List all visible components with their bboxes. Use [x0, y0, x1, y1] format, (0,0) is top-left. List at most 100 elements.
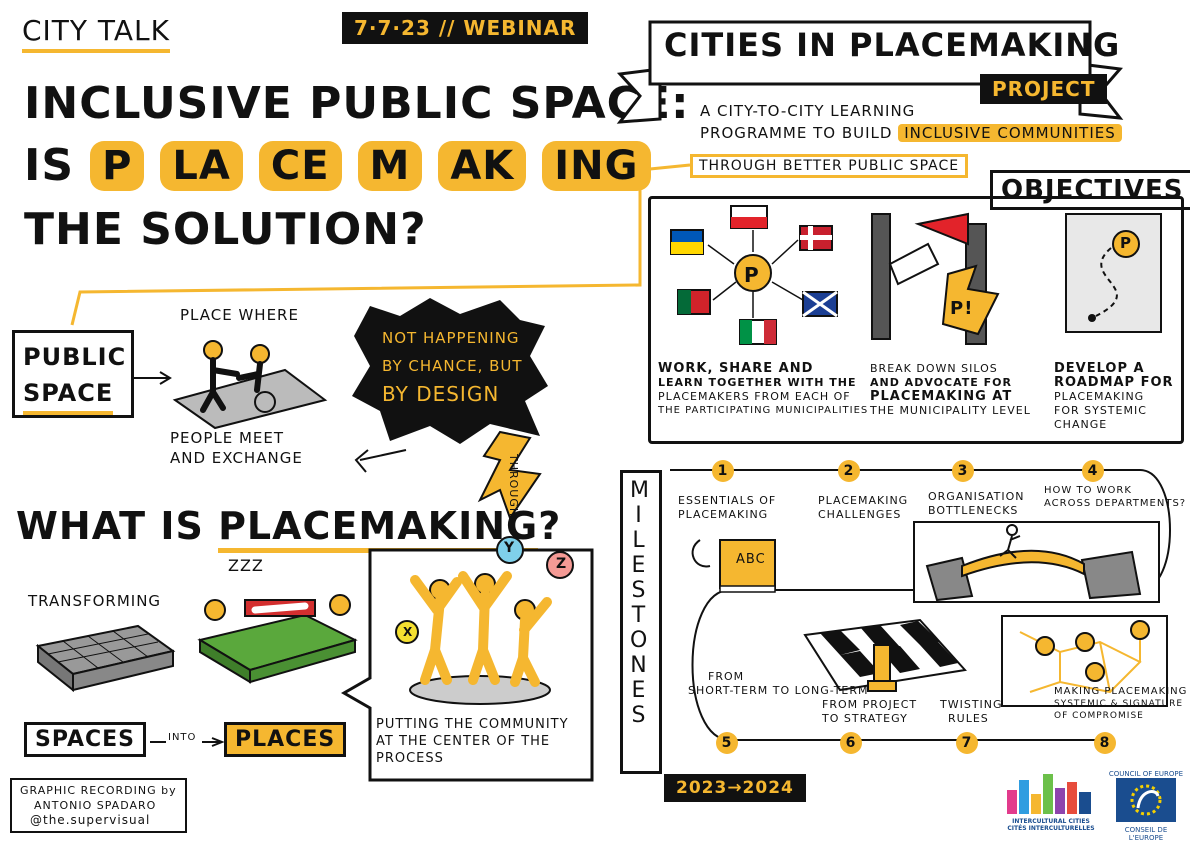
milestone-line: PLACEMAKING: [678, 508, 769, 521]
objective-1-line: LEARN TOGETHER WITH THE: [658, 376, 857, 389]
milestones-years: 2023→2024: [664, 774, 806, 802]
ic-line-2: CITÉS INTERCULTURELLES: [1007, 825, 1095, 832]
title-letter: M: [357, 140, 423, 191]
milestones-letter: L: [632, 528, 646, 553]
coe-line-1: COUNCIL OF EUROPE: [1108, 770, 1184, 778]
question-part-c: ?: [538, 504, 562, 548]
p-excl-mark: P!: [950, 298, 974, 319]
spaces-label: SPACES: [24, 722, 146, 757]
public-space-label-1: PUBLIC: [23, 343, 127, 371]
community-line: PROCESS: [376, 751, 444, 766]
milestone-line: PLACEMAKING: [818, 494, 909, 507]
objective-3-line: DEVELOP A: [1054, 361, 1145, 376]
design-burst-shape: [352, 298, 548, 444]
title-letter: CE: [258, 140, 342, 191]
people-meet-line: AND EXCHANGE: [170, 449, 303, 467]
milestone-5-number: 5: [716, 732, 738, 754]
city-talk-label: CITY TALK: [22, 14, 170, 53]
milestone-line: HOW TO WORK: [1044, 485, 1132, 496]
milestones-letter: T: [631, 603, 647, 628]
milestone-line: ORGANISATION: [928, 490, 1025, 503]
milestones-letter: S: [631, 578, 647, 603]
ic-line-1: INTERCULTURAL CITIES: [1012, 818, 1090, 825]
milestone-line: FROM: [708, 670, 745, 683]
community-people-icon: [395, 536, 574, 705]
banner-ribbon: [616, 20, 1124, 124]
people-meeting-icon: [172, 340, 328, 430]
milestone-2-number: 2: [838, 460, 860, 482]
project-desc-1: A CITY-TO-CITY LEARNING: [700, 102, 916, 120]
public-space-label-2: SPACE: [23, 375, 114, 415]
transforming-label: TRANSFORMING: [28, 592, 162, 610]
objective-1-line: THE PARTICIPATING MUNICIPALITIES: [658, 405, 869, 416]
milestone-1-number: 1: [712, 460, 734, 482]
title-line-2: IS P LA CE M AK ING: [24, 140, 651, 191]
credits-line-1: GRAPHIC RECORDING by: [20, 784, 177, 797]
design-burst-text: NOT HAPPENING BY CHANCE, BUT BY DESIGN: [382, 324, 523, 408]
title-line-1: INCLUSIVE PUBLIC SPACE:: [24, 78, 690, 129]
objective-1-text: WORK, SHARE AND LEARN TOGETHER WITH THE …: [658, 362, 868, 418]
milestones-letter: E: [631, 678, 647, 703]
placemaking-question: WHAT IS PLACEMAKING?: [16, 504, 562, 553]
milestones-letter: S: [631, 703, 647, 728]
milestone-1-text: ESSENTIALS OF PLACEMAKING: [678, 494, 776, 522]
place-where-label: PLACE WHERE: [180, 306, 299, 324]
project-desc-2a: PROGRAMME TO BUILD: [700, 124, 899, 142]
coe-line-2: CONSEIL DE L'EUROPE: [1124, 826, 1168, 842]
places-label: PLACES: [224, 722, 347, 757]
project-desc-2b: INCLUSIVE COMMUNITIES: [898, 124, 1122, 142]
milestones-vertical-box: [620, 470, 662, 774]
title-letter: ING: [542, 140, 651, 191]
project-desc-2: PROGRAMME TO BUILD INCLUSIVE COMMUNITIES: [700, 124, 1122, 142]
empty-grid-icon: [35, 624, 176, 693]
objective-2-line: BREAK DOWN SILOS: [870, 362, 998, 375]
skyline-logo-icon: [1007, 774, 1091, 814]
milestone-5-text: FROM SHORT-TERM TO LONG-TERM: [688, 670, 869, 698]
community-line: AT THE CENTER OF THE: [376, 734, 551, 749]
title-line-3: THE SOLUTION?: [24, 204, 427, 255]
project-tag: PROJECT: [980, 74, 1108, 104]
objectives-heading: OBJECTIVES: [990, 170, 1190, 210]
objective-3-line: ROADMAP FOR: [1054, 375, 1174, 390]
question-part-b: PLACEMAKING: [218, 504, 539, 553]
megaphone-icon: [871, 212, 1000, 345]
coe-emblem-icon: [1116, 778, 1176, 822]
title-letter: LA: [160, 140, 243, 191]
objective-3-line: FOR SYSTEMIC CHANGE: [1054, 404, 1147, 431]
milestone-line: SYSTEMIC & SIGNATURE OF COMPROMISE: [1054, 699, 1184, 721]
milestone-6-text: FROM PROJECT TO STRATEGY: [822, 698, 917, 726]
into-label: INTO: [168, 732, 197, 743]
network-icon: [1001, 615, 1168, 707]
credits-line-3: @the.supervisual: [30, 813, 151, 827]
milestones-letter: E: [631, 553, 647, 578]
burst-line-1: NOT HAPPENING: [382, 329, 520, 347]
roadmap-icon: [1065, 213, 1162, 333]
bubble-x: X: [403, 625, 414, 639]
bubble-y: Y: [504, 540, 516, 556]
bridge-icon: [913, 521, 1160, 603]
milestone-line: BOTTLENECKS: [928, 504, 1019, 517]
date-badge: 7·7·23 // WEBINAR: [342, 12, 589, 44]
title-is: IS: [24, 140, 75, 191]
milestone-line: MAKING PLACEMAKING: [1054, 686, 1188, 697]
return-arrow-icon: [354, 449, 407, 473]
project-desc-3: THROUGH BETTER PUBLIC SPACE: [690, 154, 969, 178]
milestone-line: SHORT-TERM TO LONG-TERM: [688, 684, 869, 697]
objective-1-line: PLACEMAKERS FROM EACH OF: [658, 390, 851, 403]
book-label: ABC: [736, 552, 766, 567]
objective-1-line: WORK, SHARE AND: [658, 361, 814, 376]
objective-2-text: BREAK DOWN SILOS AND ADVOCATE FOR PLACEM…: [870, 362, 1031, 418]
park-bench-icon: [197, 594, 358, 684]
milestone-line: ACROSS DEPARTMENTS?: [1044, 498, 1187, 509]
milestone-4-number: 4: [1082, 460, 1104, 482]
milestone-line: FROM PROJECT: [822, 698, 918, 711]
project-title: CITIES IN PLACEMAKING: [664, 26, 1121, 64]
zzz-label: ZZZ: [228, 556, 264, 575]
milestone-4-text: HOW TO WORK ACROSS DEPARTMENTS?: [1044, 484, 1186, 510]
lightning-arrow-icon: [477, 430, 542, 521]
into-arrow-icon: [150, 737, 225, 747]
milestone-8-number: 8: [1094, 732, 1116, 754]
milestone-6-number: 6: [840, 732, 862, 754]
milestones-letter: N: [630, 653, 648, 678]
